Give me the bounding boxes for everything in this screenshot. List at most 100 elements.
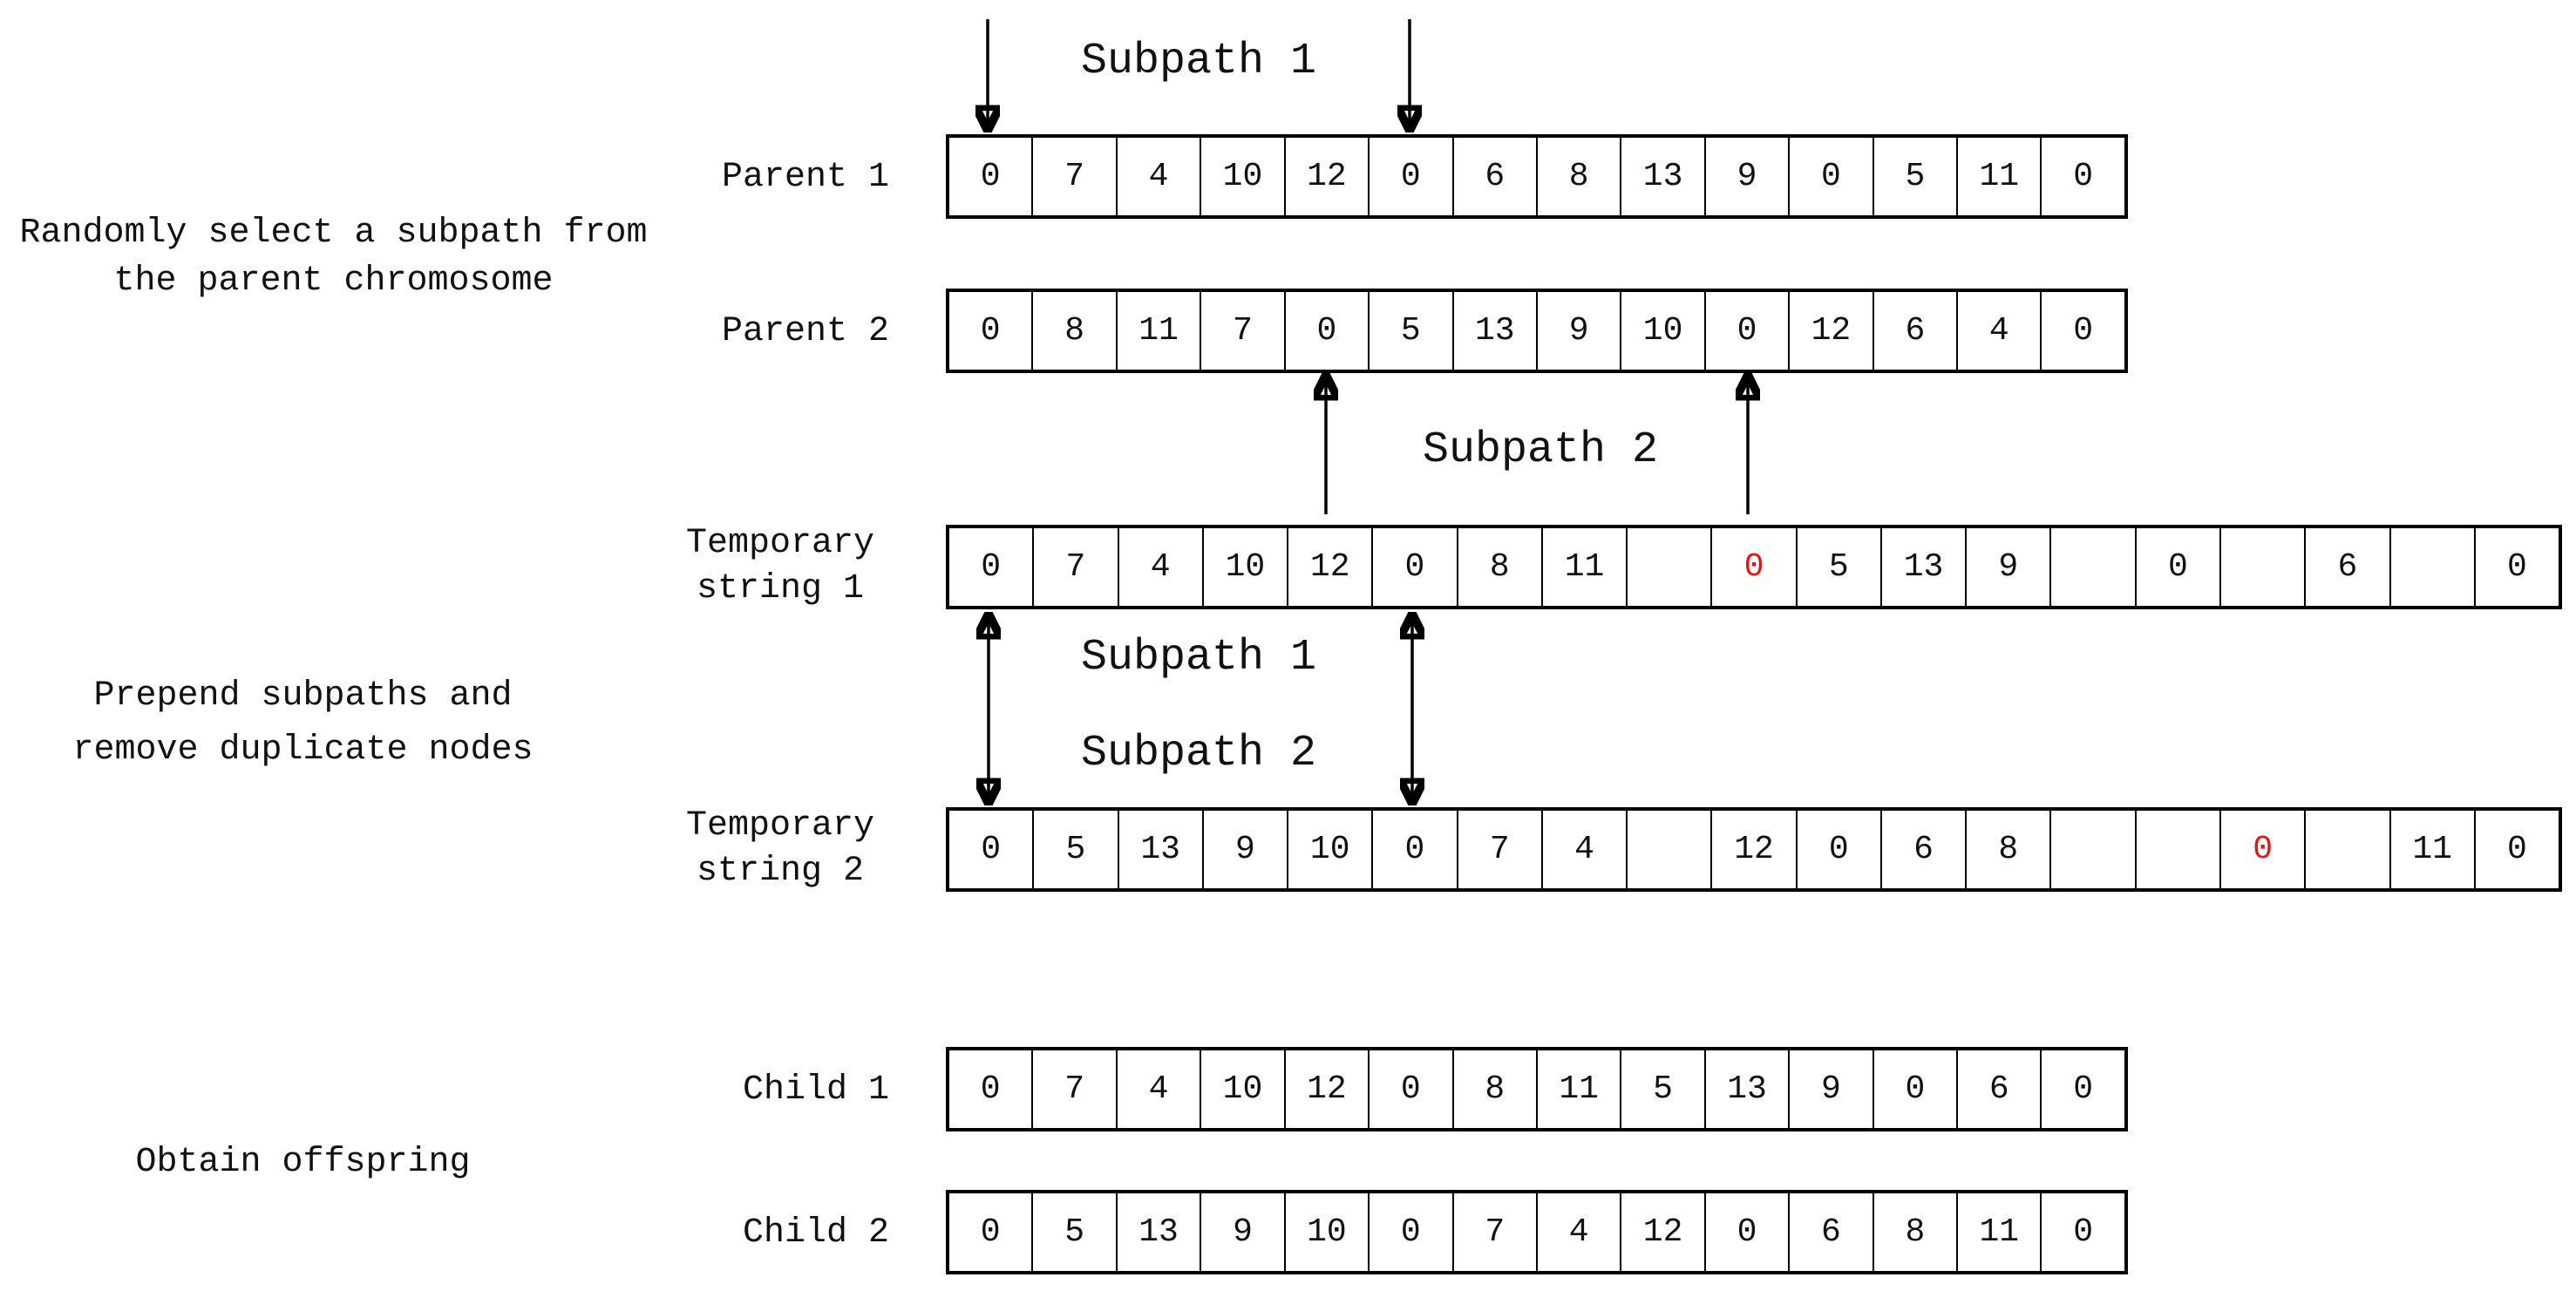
chromosome-cell bbox=[2049, 811, 2134, 888]
chromosome-cell: 10 bbox=[1200, 1050, 1283, 1128]
temp-string2-label-line: Temporary bbox=[685, 806, 875, 846]
chromosome-cell: 7 bbox=[1200, 292, 1283, 370]
chromosome-cell: 0 bbox=[980, 1213, 1001, 1251]
subpath2-label-middle: Subpath 2 bbox=[1080, 729, 1317, 778]
chromosome-cell: 0 bbox=[1795, 811, 1880, 888]
chromosome-cell: 13 bbox=[1115, 1193, 1200, 1271]
chromosome-cell: 5 bbox=[1031, 1193, 1115, 1271]
temp-string2-label: Temporary string 2 bbox=[645, 804, 915, 894]
subpath1-label-top: Subpath 1 bbox=[1080, 37, 1317, 86]
temp-string1-label-line: string 1 bbox=[696, 569, 865, 608]
step-label-obtain-offspring: Obtain offspring bbox=[48, 1138, 558, 1186]
chromosome-cell: 8 bbox=[1965, 811, 2049, 888]
chromosome-cell: 4 bbox=[1115, 1050, 1200, 1128]
chromosome-cell: 11 bbox=[1115, 292, 1200, 370]
chromosome-cell: 0 bbox=[2040, 1193, 2124, 1271]
chromosome-cell: 0 bbox=[1703, 292, 1788, 370]
chromosome-cell: 0 bbox=[2473, 528, 2559, 606]
chromosome-cell bbox=[2389, 528, 2474, 606]
chromosome-cell: 4 bbox=[1540, 811, 1626, 888]
chromosome-cell: 10 bbox=[1200, 138, 1283, 215]
chromosome-cell: 0 bbox=[980, 312, 1001, 350]
child1-label: Child 1 bbox=[742, 1070, 889, 1110]
chromosome-cell: 0 bbox=[1371, 811, 1456, 888]
step-label-line: Obtain offspring bbox=[135, 1143, 471, 1182]
chromosome-cell: 11 bbox=[2389, 811, 2474, 888]
chromosome-cell: 6 bbox=[1879, 811, 1965, 888]
chromosome-cell bbox=[2049, 528, 2134, 606]
chromosome-cell: 4 bbox=[1956, 292, 2040, 370]
chromosome-cell: 0 bbox=[980, 158, 1001, 195]
chromosome-cell: 9 bbox=[1535, 292, 1620, 370]
chromosome-cell: 0 bbox=[2040, 292, 2124, 370]
chromosome-cell bbox=[2134, 811, 2219, 888]
chromosome-cell: 12 bbox=[1287, 528, 1371, 606]
chromosome-cell: 11 bbox=[1956, 1193, 2040, 1271]
chromosome-cell: 8 bbox=[1872, 1193, 1956, 1271]
chromosome-cell: 12 bbox=[1620, 1193, 1703, 1271]
chromosome-cell: 0 bbox=[2040, 138, 2124, 215]
chromosome-cell: 10 bbox=[1620, 292, 1703, 370]
chromosome-cell: 0 bbox=[981, 548, 1002, 586]
chromosome-cell: 7 bbox=[1031, 1050, 1115, 1128]
chromosome-cell: 0 bbox=[981, 831, 1002, 868]
chromosome-cell: 12 bbox=[1710, 811, 1795, 888]
chromosome-cell: 13 bbox=[1451, 292, 1536, 370]
chromosome-cell: 10 bbox=[1201, 528, 1287, 606]
chromosome-cell bbox=[2219, 528, 2304, 606]
chromosome-cell: 6 bbox=[1788, 1193, 1872, 1271]
chromosome-cell: 5 bbox=[1368, 292, 1451, 370]
chromosome-cell: 11 bbox=[1956, 138, 2040, 215]
chromosome-cell: 10 bbox=[1283, 1193, 1368, 1271]
chromosome-cell: 13 bbox=[1879, 528, 1965, 606]
chromosome-cell: 11 bbox=[1540, 528, 1626, 606]
subpath1-label-middle: Subpath 1 bbox=[1080, 633, 1317, 683]
chromosome-cell: 7 bbox=[1456, 811, 1541, 888]
chromosome-cell: 8 bbox=[1451, 1050, 1536, 1128]
chromosome-cell: 0 bbox=[1283, 292, 1368, 370]
chromosome-cell: 7 bbox=[1032, 528, 1117, 606]
chromosome-cell-duplicate: 0 bbox=[1710, 528, 1795, 606]
chromosome-cell: 0 bbox=[1368, 138, 1451, 215]
chromosome-cell: 0 bbox=[2040, 1050, 2124, 1128]
parent1-label: Parent 1 bbox=[721, 158, 889, 197]
chromosome-cell: 8 bbox=[1456, 528, 1541, 606]
chromosome-cell: 9 bbox=[1965, 528, 2049, 606]
chromosome-cell bbox=[1626, 811, 1710, 888]
chromosome-cell: 6 bbox=[1451, 138, 1536, 215]
chromosome-cell: 6 bbox=[1872, 292, 1956, 370]
chromosome-cell: 0 bbox=[1788, 138, 1872, 215]
chromosome-cell: 0 bbox=[2473, 811, 2559, 888]
chromosome-cell: 0 bbox=[1368, 1050, 1451, 1128]
child2-label: Child 2 bbox=[742, 1213, 889, 1253]
chromosome-cell: 6 bbox=[1956, 1050, 2040, 1128]
chromosome-cell: 4 bbox=[1535, 1193, 1620, 1271]
step-label-line: the parent chromosome bbox=[113, 262, 554, 301]
parent2-label: Parent 2 bbox=[721, 312, 889, 351]
chromosome-cell: 0 bbox=[2134, 528, 2219, 606]
chromosome-cell: 9 bbox=[1201, 811, 1287, 888]
temp-string1-label: Temporary string 1 bbox=[645, 521, 915, 612]
step-label-line: Randomly select a subpath from bbox=[19, 214, 648, 253]
chromosome-cell: 13 bbox=[1703, 1050, 1788, 1128]
chromosome-cell: 13 bbox=[1620, 138, 1703, 215]
chromosome-cell: 5 bbox=[1872, 138, 1956, 215]
chromosome-cell: 5 bbox=[1795, 528, 1880, 606]
chromosome-cell: 11 bbox=[1535, 1050, 1620, 1128]
chromosome-cell: 5 bbox=[1032, 811, 1117, 888]
step-label-select-subpath: Randomly select a subpath from the paren… bbox=[9, 209, 658, 305]
chromosome-cell: 8 bbox=[1031, 292, 1115, 370]
chromosome-cell: 9 bbox=[1703, 138, 1788, 215]
chromosome-cell: 9 bbox=[1788, 1050, 1872, 1128]
chromosome-cell: 12 bbox=[1788, 292, 1872, 370]
chromosome-cell: 13 bbox=[1117, 811, 1202, 888]
chromosome-cell bbox=[1626, 528, 1710, 606]
chromosome-cell: 12 bbox=[1283, 138, 1368, 215]
